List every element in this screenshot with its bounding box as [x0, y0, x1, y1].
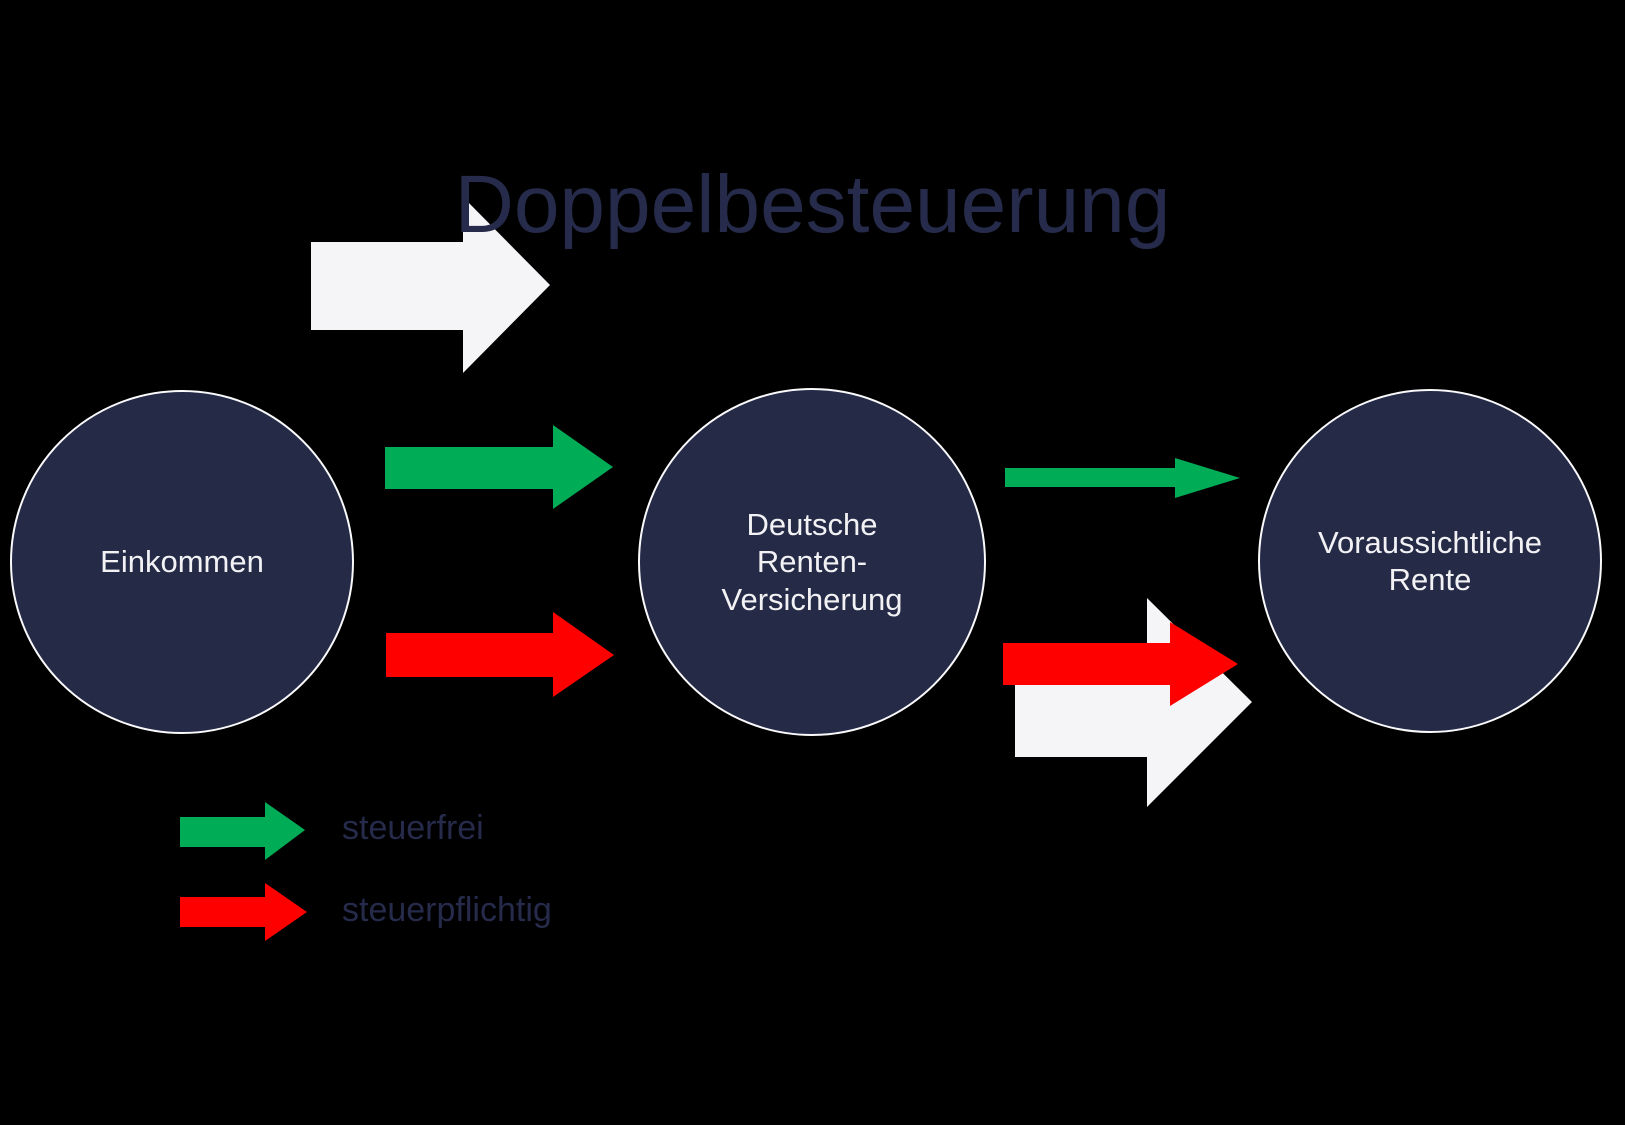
node-rentenversicherung: Deutsche Renten- Versicherung — [638, 388, 986, 736]
node-rente: Voraussichtliche Rente — [1258, 389, 1602, 733]
node-einkommen: Einkommen — [10, 390, 354, 734]
diagram-title: Doppelbesteuerung — [454, 159, 1171, 250]
legend-label-steuerpflichtig: steuerpflichtig — [342, 891, 552, 929]
legend-label-steuerfrei: steuerfrei — [342, 809, 484, 847]
legend-green-arrow-icon — [180, 802, 305, 860]
steuerfrei-arrow-left — [385, 425, 613, 509]
steuerfrei-arrow-right — [1005, 458, 1240, 498]
node-rentenversicherung-label: Deutsche Renten- Versicherung — [721, 507, 903, 617]
white-arrow-right — [1015, 598, 1252, 807]
legend-red-arrow-icon — [180, 883, 307, 941]
node-einkommen-label: Einkommen — [100, 544, 264, 580]
node-rente-label: Voraussichtliche Rente — [1317, 524, 1542, 597]
steuerpflichtig-arrow-left — [386, 612, 614, 697]
